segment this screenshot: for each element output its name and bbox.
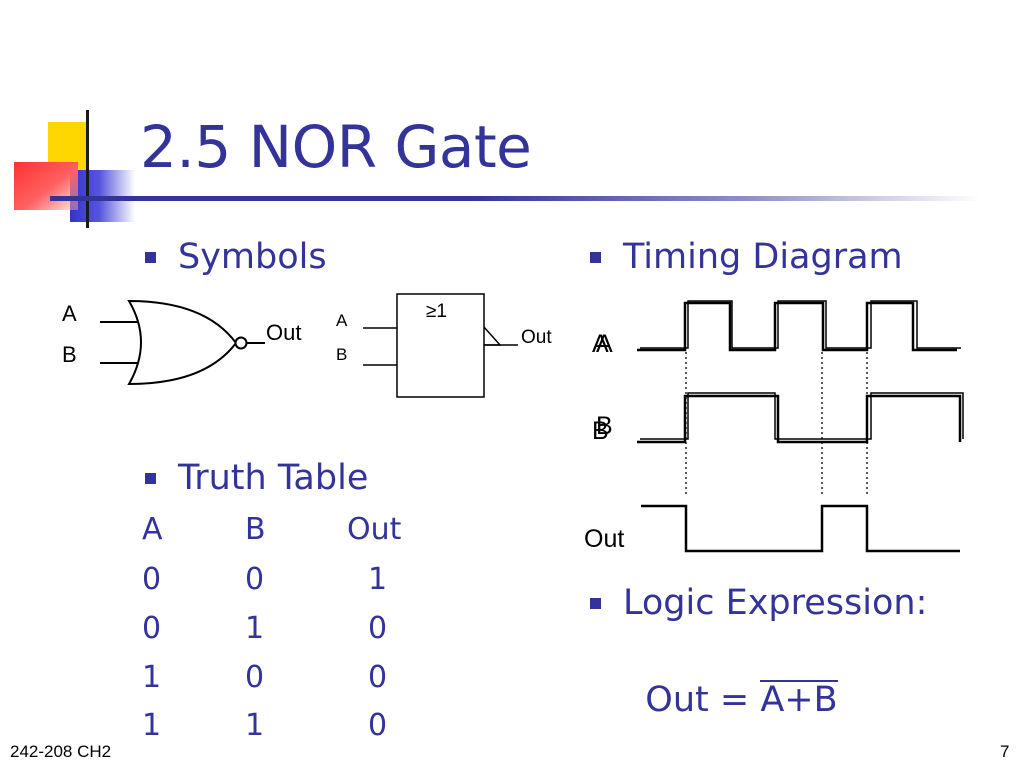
timing-diagram-heading: Timing Diagram bbox=[590, 236, 903, 278]
waveform-b bbox=[637, 394, 962, 444]
truth-table: A B Out 0 0 1 0 1 0 1 0 0 1 1 0 bbox=[142, 512, 422, 752]
truth-table-cell: 0 bbox=[368, 611, 388, 646]
timing-diagram: A A B B Out bbox=[584, 300, 964, 553]
title-underline bbox=[50, 196, 980, 201]
timing-label-b-shadow: B bbox=[596, 412, 613, 440]
bullet-icon bbox=[145, 251, 156, 263]
truth-table-label: Truth Table bbox=[178, 458, 369, 498]
bullet-icon bbox=[145, 472, 156, 484]
logic-expression: Out = A+B bbox=[623, 637, 838, 721]
waveform-out bbox=[641, 504, 960, 553]
truth-table-cell: 1 bbox=[368, 562, 388, 597]
truth-table-cell: 0 bbox=[245, 562, 265, 597]
deco-vertical-line bbox=[86, 110, 89, 228]
iec-negation-indicator bbox=[483, 326, 502, 346]
symbols-heading: Symbols bbox=[145, 236, 327, 278]
iec-box bbox=[396, 293, 485, 398]
bullet-icon bbox=[590, 597, 601, 609]
truth-table-cell: 0 bbox=[245, 660, 265, 695]
timing-label-out: Out bbox=[584, 525, 624, 553]
footer-course-code: 242-208 CH2 bbox=[10, 742, 112, 761]
iec-input-b-label: B bbox=[336, 345, 347, 364]
truth-table-header-a: A bbox=[142, 512, 163, 547]
truth-table-cell: 0 bbox=[142, 611, 162, 646]
truth-table-heading: Truth Table bbox=[145, 457, 368, 499]
gate-output-label: Out bbox=[266, 320, 301, 345]
timing-label-a-shadow: A bbox=[596, 330, 613, 358]
logic-expression-label: Logic Expression: bbox=[623, 583, 928, 623]
expression-lhs: Out = bbox=[645, 680, 761, 720]
nor-inversion-bubble bbox=[234, 336, 248, 350]
nor-iec-symbol: ≥1 A B Out bbox=[336, 293, 552, 398]
waveform-a-shadow bbox=[640, 300, 961, 349]
page-number: 7 bbox=[1000, 742, 1010, 761]
symbols-label: Symbols bbox=[178, 237, 327, 277]
gate-input-b-label: B bbox=[62, 342, 77, 367]
iec-output-label: Out bbox=[521, 327, 552, 348]
nor-gate-body bbox=[127, 299, 238, 386]
truth-table-cell: 1 bbox=[142, 660, 162, 695]
bullet-icon bbox=[590, 251, 601, 263]
truth-table-cell: 1 bbox=[245, 708, 265, 743]
truth-table-cell: 1 bbox=[245, 611, 265, 646]
iec-function-label: ≥1 bbox=[426, 301, 447, 322]
deco-red-square bbox=[14, 162, 78, 210]
corner-decoration bbox=[0, 100, 140, 230]
truth-table-header-b: B bbox=[245, 512, 266, 547]
truth-table-cell: 0 bbox=[368, 660, 388, 695]
expression-overlined-term: A+B bbox=[760, 680, 838, 720]
gate-input-a-label: A bbox=[62, 301, 77, 326]
nor-gate-symbol: A B Out bbox=[62, 299, 301, 386]
logic-expression-heading: Logic Expression: bbox=[590, 582, 927, 624]
timing-label-a: A bbox=[592, 330, 609, 358]
truth-table-header-out: Out bbox=[347, 512, 402, 547]
waveform-b-shadow bbox=[640, 392, 964, 440]
truth-table-cell: 0 bbox=[142, 562, 162, 597]
iec-input-a-label: A bbox=[336, 311, 348, 330]
waveform-a bbox=[637, 301, 957, 352]
truth-table-cell: 0 bbox=[368, 708, 388, 743]
timing-label-b: B bbox=[592, 417, 609, 445]
timing-diagram-label: Timing Diagram bbox=[623, 237, 903, 277]
slide-title: 2.5 NOR Gate bbox=[140, 113, 532, 181]
truth-table-cell: 1 bbox=[142, 708, 162, 743]
